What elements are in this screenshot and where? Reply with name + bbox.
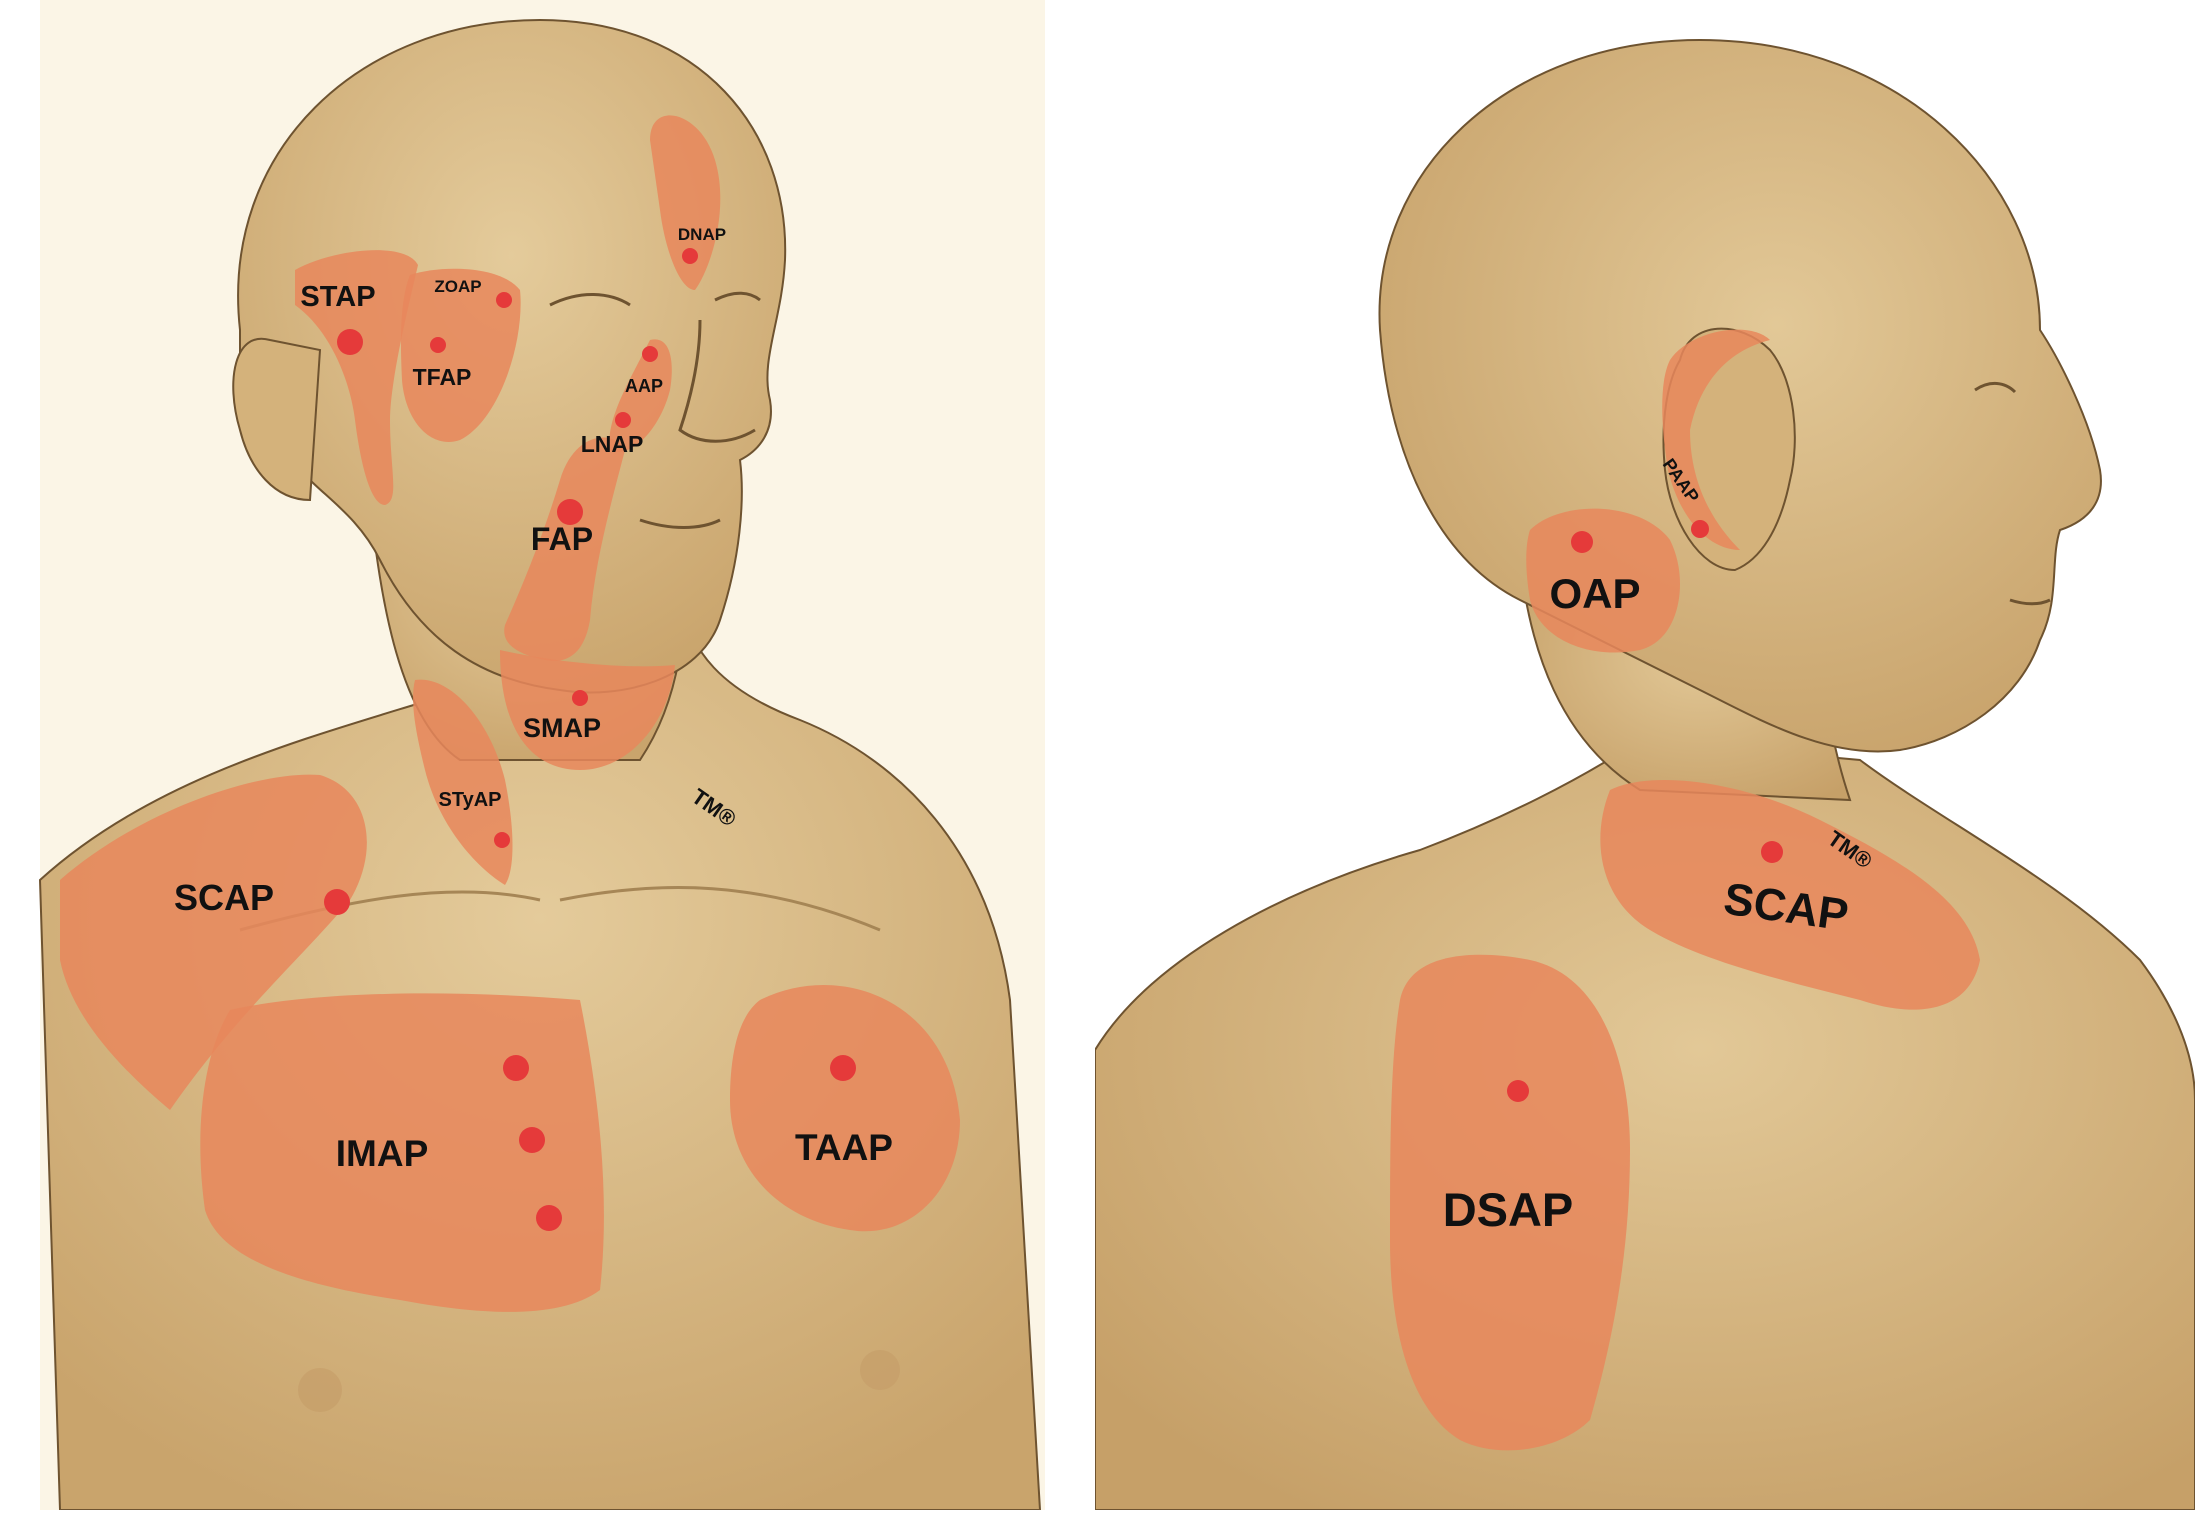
label-oap: OAP: [1549, 570, 1640, 617]
point-lnap: [615, 412, 631, 428]
point-imap-1: [503, 1055, 529, 1081]
point-tfap: [430, 337, 446, 353]
label-aap: AAP: [625, 376, 663, 396]
label-imap: IMAP: [336, 1133, 429, 1174]
front-nipple-2: [860, 1350, 900, 1390]
label-styap: STyAP: [439, 789, 502, 811]
point-taap: [830, 1055, 856, 1081]
label-dsap: DSAP: [1443, 1183, 1574, 1236]
label-scap-front: SCAP: [174, 877, 274, 918]
label-taap: TAAP: [795, 1127, 893, 1168]
label-tfap: TFAP: [413, 364, 472, 390]
back-panel: OAP PAAP SCAP DSAP TM®: [1095, 0, 2195, 1510]
label-fap: FAP: [531, 521, 593, 557]
point-smap: [572, 690, 588, 706]
front-panel: DNAP STAP ZOAP TFAP AAP LNAP FAP SMAP ST…: [40, 0, 1045, 1510]
point-imap-2: [519, 1127, 545, 1153]
point-oap: [1571, 531, 1593, 553]
point-imap-3: [536, 1205, 562, 1231]
label-smap: SMAP: [523, 713, 601, 743]
panel-divider: [1045, 0, 1095, 1510]
label-dnap: DNAP: [678, 225, 726, 244]
point-dnap: [682, 248, 698, 264]
point-styap: [494, 832, 510, 848]
label-stap: STAP: [300, 281, 375, 313]
point-paap: [1691, 520, 1709, 538]
point-zoap: [496, 292, 512, 308]
front-nipple: [298, 1368, 342, 1412]
point-scap-front: [324, 889, 350, 915]
point-aap: [642, 346, 658, 362]
label-zoap: ZOAP: [434, 277, 481, 296]
point-stap: [337, 329, 363, 355]
point-dsap: [1507, 1080, 1529, 1102]
point-scap-back: [1761, 841, 1783, 863]
label-lnap: LNAP: [581, 431, 644, 457]
